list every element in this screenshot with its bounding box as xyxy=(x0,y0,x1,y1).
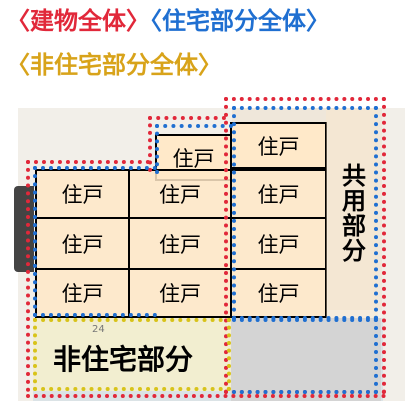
legend-line-2: 〈非住宅部分全体〉 xyxy=(6,50,405,94)
unit-row1-col1: 住戸 xyxy=(35,169,130,219)
legend: 〈建物全体〉〈住宅部分全体〉 〈非住宅部分全体〉 xyxy=(6,6,405,94)
unit-row3-col1: 住戸 xyxy=(35,268,130,318)
residential-outline-top-step xyxy=(155,124,233,174)
nonresidential-outline xyxy=(33,318,231,391)
nonresidential-label: 非住宅部分 xyxy=(53,343,194,376)
common-area: 共用部分 xyxy=(326,108,378,318)
building-outline-left xyxy=(26,160,150,392)
building-outline-bottom xyxy=(26,388,386,398)
store-panel xyxy=(231,318,381,401)
legend-residential: 〈住宅部分全体〉 xyxy=(150,7,330,35)
nonresidential-area xyxy=(33,318,231,391)
common-area-label: 共用部分 xyxy=(337,163,366,263)
side-wall xyxy=(328,120,382,310)
legend-line-1: 〈建物全体〉〈住宅部分全体〉 xyxy=(6,6,405,50)
unit-top-right: 住戸 xyxy=(230,122,327,169)
unit-row2-col3: 住戸 xyxy=(230,217,327,270)
legend-nonresidential: 〈非住宅部分全体〉 xyxy=(6,51,222,79)
residential-outline-left xyxy=(33,166,157,317)
legend-building: 〈建物全体〉 xyxy=(6,7,150,35)
residential-outline-lower xyxy=(232,318,378,394)
residential-outline-right xyxy=(232,106,378,320)
unit-grid: 住戸 住戸 住戸 住戸 住戸 住戸 住戸 住戸 住戸 住戸 住戸 xyxy=(35,122,327,318)
store-sign: 24 xyxy=(92,324,105,335)
unit-row3-col2: 住戸 xyxy=(128,268,232,318)
building-outline-top-step xyxy=(148,116,226,172)
unit-row1-col2: 住戸 xyxy=(128,169,232,219)
unit-row3-col3: 住戸 xyxy=(230,268,327,318)
